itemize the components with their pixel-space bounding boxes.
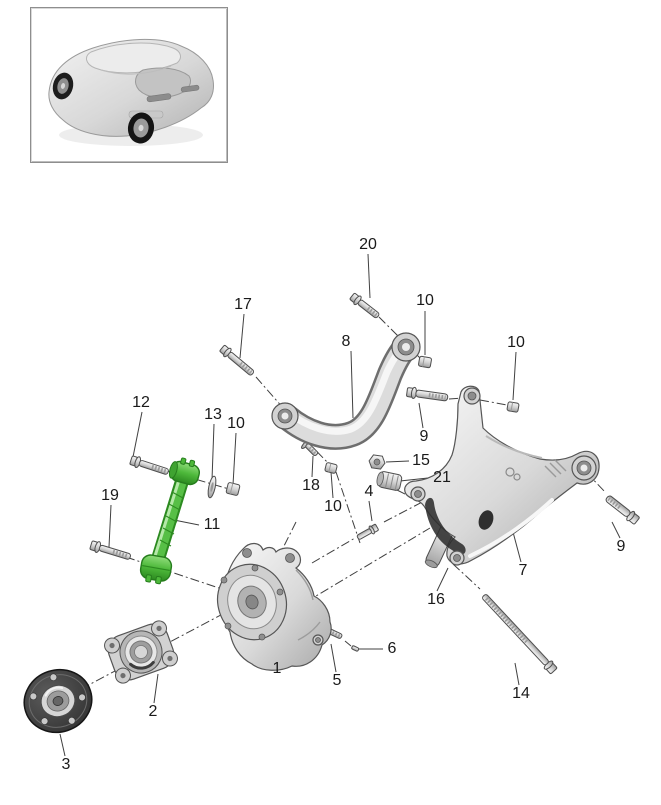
callout-part-20[interactable]: 20 <box>359 236 377 253</box>
part-4-bolt[interactable] <box>356 523 380 541</box>
callout-part-4[interactable]: 4 <box>364 483 374 500</box>
callout-part-15[interactable]: 15 <box>412 452 430 469</box>
part-3-wheel-hub[interactable] <box>16 661 100 741</box>
callout-part-2[interactable]: 2 <box>148 703 158 720</box>
part-21-bushing[interactable] <box>376 470 403 491</box>
callout-part-9-a[interactable]: 9 <box>419 428 429 445</box>
part-9-bolt-left[interactable] <box>406 386 449 403</box>
part-20-bolt[interactable] <box>349 292 381 321</box>
callout-part-13[interactable]: 13 <box>204 406 222 423</box>
callout-part-6[interactable]: 6 <box>387 640 397 657</box>
part-19-bolt[interactable] <box>89 540 131 563</box>
car-wheel-far <box>52 72 74 100</box>
callout-part-17[interactable]: 17 <box>234 296 252 313</box>
car-taillight-left <box>146 93 172 103</box>
part-2-wheel-bearing[interactable] <box>102 619 179 685</box>
callout-part-18[interactable]: 18 <box>302 477 320 494</box>
callout-part-9-b[interactable]: 9 <box>616 538 626 555</box>
part-10-nut-d[interactable] <box>324 462 338 474</box>
callout-part-11[interactable]: 11 <box>203 516 221 533</box>
callout-part-8[interactable]: 8 <box>341 333 351 350</box>
callout-part-12[interactable]: 12 <box>132 394 150 411</box>
car-roof <box>86 42 181 74</box>
callout-part-10-a[interactable]: 10 <box>416 292 434 309</box>
callout-part-1[interactable]: 1 <box>272 660 282 677</box>
part-8-upper-control-arm[interactable] <box>271 332 421 450</box>
callout-part-10-c[interactable]: 10 <box>227 415 245 432</box>
car-taillight-right <box>180 84 200 93</box>
part-11-toe-link-highlighted[interactable] <box>139 455 203 585</box>
part-10-nut-c[interactable] <box>225 482 241 496</box>
part-10-nut-a[interactable] <box>418 355 432 369</box>
part-13-washer[interactable] <box>207 475 218 499</box>
callout-part-5[interactable]: 5 <box>332 672 342 689</box>
part-6-screw[interactable] <box>351 645 360 652</box>
callout-part-7[interactable]: 7 <box>518 562 528 579</box>
car-panel-line <box>100 65 172 75</box>
callout-part-3[interactable]: 3 <box>61 756 71 773</box>
car-wheel-near <box>127 112 155 144</box>
callout-part-10-d[interactable]: 10 <box>324 498 342 515</box>
part-9-bolt-right[interactable] <box>604 493 641 525</box>
vehicle-overview-box <box>30 7 228 163</box>
callout-part-19[interactable]: 19 <box>101 487 119 504</box>
callout-part-10-b[interactable]: 10 <box>507 334 525 351</box>
part-14-bolt[interactable] <box>480 592 558 675</box>
vehicle-thumbnail-image <box>48 39 214 146</box>
callout-leader-lines <box>59 253 621 757</box>
part-1-wheel-carrier[interactable] <box>208 542 332 671</box>
part-10-nut-b[interactable] <box>506 401 520 413</box>
callout-part-16[interactable]: 16 <box>427 591 445 608</box>
part-12-bolt[interactable] <box>129 455 170 478</box>
car-rear-glass <box>135 67 192 98</box>
part-15-nut[interactable] <box>368 454 386 470</box>
part-17-bolt[interactable] <box>219 344 256 378</box>
callout-part-21[interactable]: 21 <box>433 469 451 486</box>
part-7-lower-control-arm[interactable] <box>404 385 600 566</box>
callout-part-14[interactable]: 14 <box>512 685 530 702</box>
